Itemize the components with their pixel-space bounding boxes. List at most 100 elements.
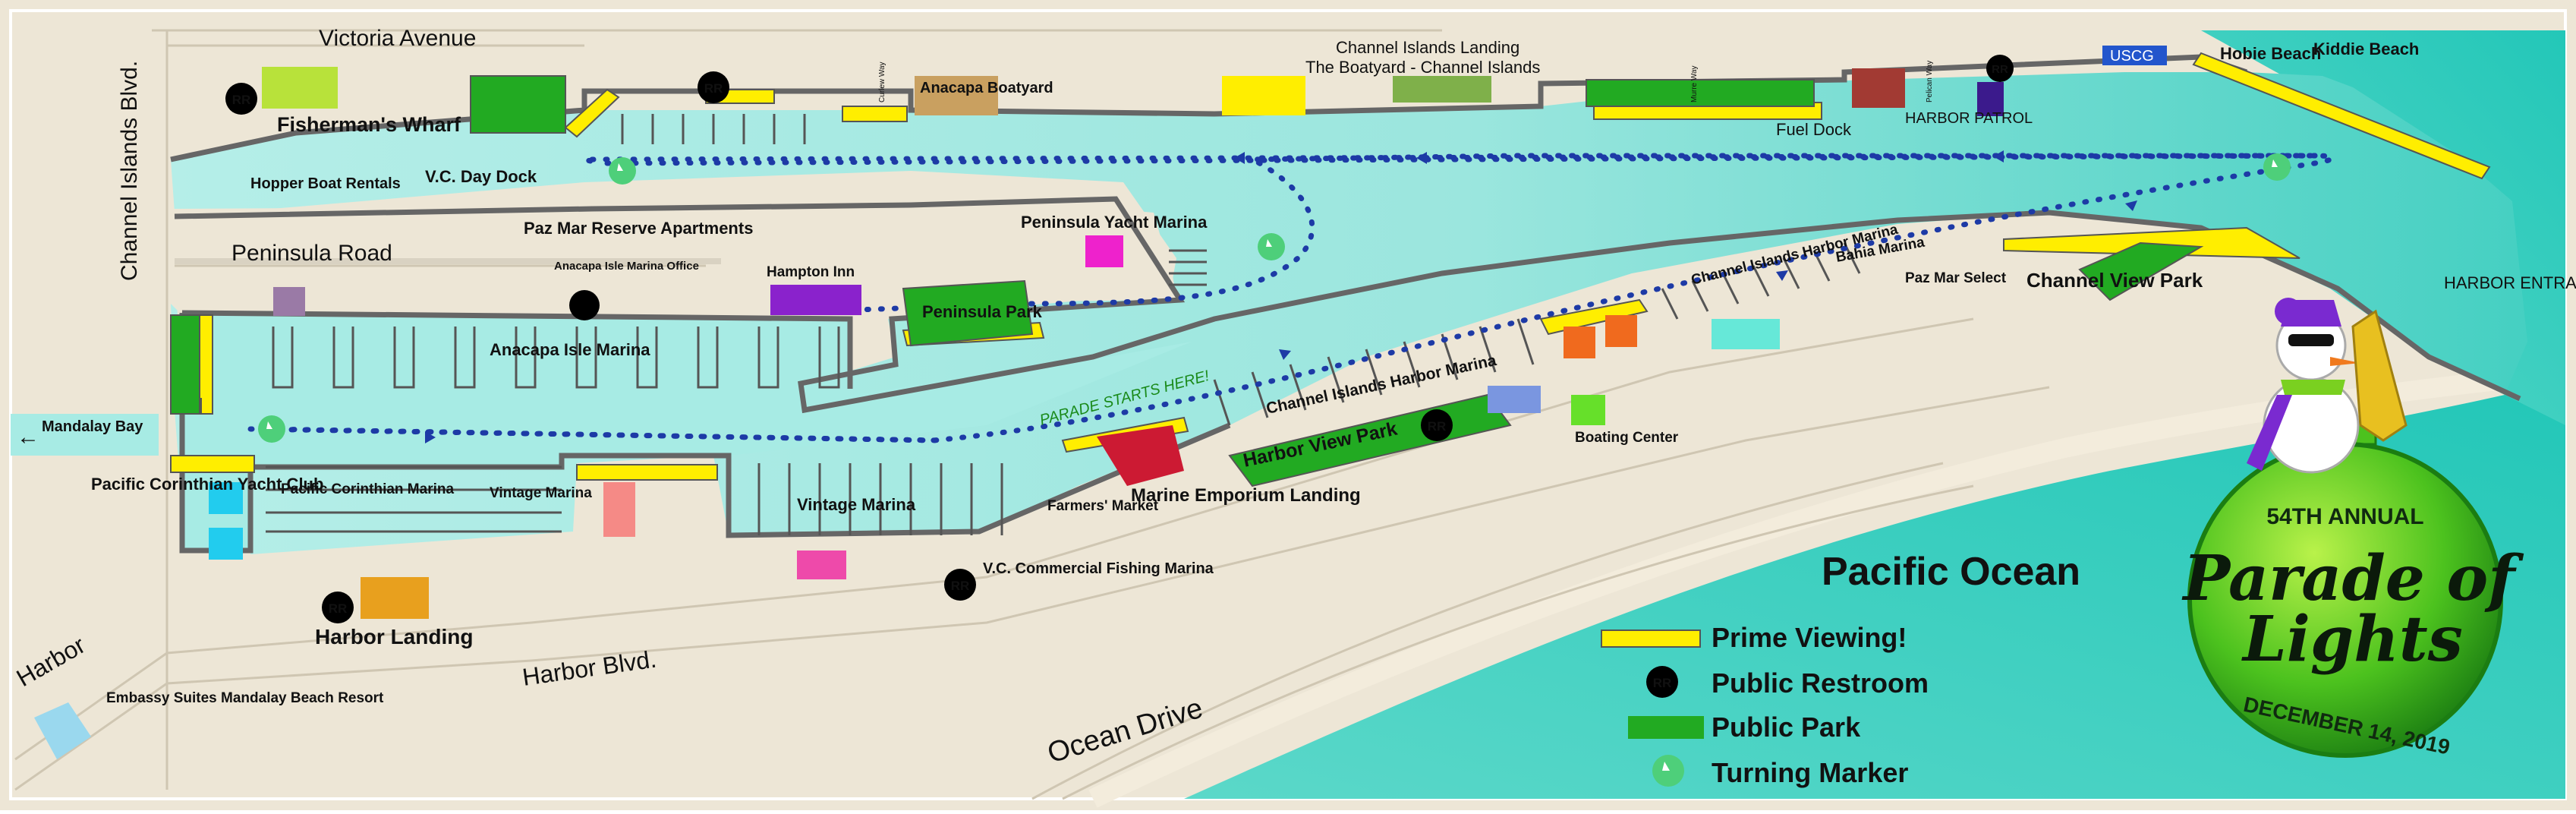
- label-hobie-beach: Hobie Beach: [2220, 44, 2321, 63]
- road-label-peninsula: Peninsula Road: [231, 241, 392, 266]
- boating-center-lot: [1571, 395, 1605, 425]
- road-label-channel-islands-blvd: Channel Islands Blvd.: [117, 61, 142, 281]
- harbor-patrol-lot: [1977, 82, 2004, 116]
- orange-lot-1: [1564, 327, 1595, 358]
- parks: [170, 75, 2204, 487]
- peninsula-band: [175, 258, 721, 264]
- label-boating-center: Boating Center: [1575, 430, 1679, 446]
- anacapa-isle-basin: [182, 313, 1192, 551]
- pacific-ocean-label: Pacific Ocean: [1822, 550, 2080, 594]
- turning-markers: [258, 153, 2291, 443]
- mandalay-bay-label: Mandalay Bay: [42, 418, 143, 435]
- legend-label-prime: Prime Viewing!: [1712, 622, 1907, 653]
- road-label-victoria: Victoria Avenue: [319, 26, 476, 51]
- label-harbor-patrol: HARBOR PATROL: [1905, 110, 2033, 127]
- label-pacific-corinthian-marina: Pacific Corinthian Marina: [281, 481, 454, 497]
- label-hopper-boat: Hopper Boat Rentals: [250, 175, 401, 192]
- label-boatyard-ci: The Boatyard - Channel Islands: [1305, 58, 1540, 77]
- fuel-dock-lot: [1852, 68, 1905, 108]
- label-vc-commercial: V.C. Commercial Fishing Marina: [983, 560, 1214, 577]
- pcyc-lot-2: [209, 528, 243, 560]
- legend-label-restroom: Public Restroom: [1712, 667, 1929, 699]
- shoreline-south: [174, 196, 2521, 414]
- peninsula-yacht-lot: [1085, 235, 1123, 267]
- legend-swatch-prime: [1601, 629, 1701, 648]
- parade-ornament: 54TH ANNUAL Parade of Lights DECEMBER 14…: [2182, 420, 2524, 759]
- label-farmers-market: Farmers' Market: [1047, 498, 1159, 514]
- legend-swatch-park: [1628, 716, 1704, 739]
- restroom-icon: RR: [1421, 409, 1453, 441]
- road-label-curlew: Curlew Way: [878, 62, 886, 103]
- pcyc-lot-1: [209, 482, 243, 514]
- buildings: [34, 46, 2167, 759]
- label-fishermans-wharf: Fisherman's Wharf: [277, 113, 461, 136]
- harbor-landing-lot: [361, 577, 429, 619]
- fishermans-wharf-lot: [262, 67, 338, 109]
- label-peninsula-yacht-marina: Peninsula Yacht Marina: [1021, 213, 1208, 232]
- restroom-icon: RR: [1986, 55, 2014, 82]
- label-peninsula-park: Peninsula Park: [922, 302, 1043, 321]
- snowman-illustration: [2247, 298, 2408, 474]
- legend-turning-marker-icon: [1652, 755, 1684, 787]
- uscg-lot: [2102, 46, 2167, 65]
- road-label-pelican: Pelican Way: [1926, 61, 1934, 103]
- restroom-icon: RR: [944, 569, 976, 601]
- ornament-edition: 54TH ANNUAL: [2266, 504, 2423, 529]
- svg-text:RR: RR: [951, 579, 970, 593]
- blue-lot: [1488, 386, 1541, 413]
- label-vc-day-dock: V.C. Day Dock: [425, 167, 537, 186]
- svg-text:RR: RR: [1653, 676, 1672, 690]
- turning-marker-icon: [609, 157, 636, 185]
- svg-text:RR: RR: [232, 93, 251, 107]
- label-hampton-inn: Hampton Inn: [767, 264, 855, 280]
- label-uscg: USCG: [2110, 48, 2154, 65]
- label-anacapa-isle-marina: Anacapa Isle Marina: [490, 340, 650, 359]
- anacapa-office-dot: [569, 290, 600, 320]
- svg-text:RR: RR: [704, 81, 723, 96]
- channel-islands-landing-lot: [1222, 76, 1305, 115]
- ornament-title-1: Parade of: [2182, 542, 2524, 615]
- label-channel-islands-landing: Channel Islands Landing: [1336, 38, 1519, 57]
- magenta-lot: [797, 551, 846, 579]
- label-anacapa-boatyard: Anacapa Boatyard: [920, 80, 1053, 96]
- restroom-icon: RR: [225, 83, 257, 115]
- pink-lot: [603, 482, 635, 537]
- label-harbor-landing: Harbor Landing: [315, 625, 473, 648]
- anacapa-boatyard-lot: [915, 76, 998, 115]
- label-marine-emporium: Marine Emporium Landing: [1131, 485, 1361, 506]
- svg-text:RR: RR: [1428, 419, 1447, 434]
- svg-text:RR: RR: [1992, 63, 2008, 76]
- legend-restroom-icon: RR: [1646, 666, 1678, 698]
- marine-emporium-lot: [1097, 425, 1184, 486]
- turning-marker-icon: [2263, 153, 2291, 181]
- legend-label-park: Public Park: [1712, 711, 1861, 743]
- label-vintage-marina-b: Vintage Marina: [797, 495, 916, 514]
- restrooms: RR RR RR RR RR RR: [225, 55, 2014, 623]
- hampton-inn-lot: [770, 285, 861, 315]
- embassy-suites-lot: [34, 702, 91, 759]
- route-arrows: [425, 150, 2137, 443]
- road-label-murre: Murre Way: [1690, 65, 1699, 103]
- mandalay-arrow-icon: ←: [17, 424, 39, 450]
- paz-mar-lot: [273, 287, 305, 316]
- turning-marker-icon: [1258, 233, 1285, 260]
- label-paz-mar-select: Paz Mar Select: [1905, 270, 2007, 286]
- dock-slips: [266, 114, 1861, 535]
- legend-label-turning: Turning Marker: [1712, 757, 1908, 788]
- label-paz-mar-reserve: Paz Mar Reserve Apartments: [524, 219, 753, 238]
- svg-text:RR: RR: [329, 601, 348, 616]
- label-embassy-suites: Embassy Suites Mandalay Beach Resort: [106, 690, 384, 706]
- boatyard-lot: [1393, 76, 1491, 103]
- label-kiddie-beach: Kiddie Beach: [2313, 39, 2419, 58]
- label-pacific-corinthian-yc: Pacific Corinthian Yacht Club: [91, 475, 323, 494]
- restroom-icon: RR: [322, 592, 354, 623]
- harbor-entrance-label: HARBOR ENTRANCE: [2444, 273, 2576, 292]
- parade-route: [263, 153, 2335, 443]
- roads: [14, 29, 2050, 800]
- label-fuel-dock: Fuel Dock: [1776, 120, 1852, 139]
- label-anacapa-isle-office: Anacapa Isle Marina Office: [554, 260, 699, 273]
- restroom-icon: RR: [698, 71, 729, 103]
- ornament-title-2: Lights: [2241, 603, 2463, 676]
